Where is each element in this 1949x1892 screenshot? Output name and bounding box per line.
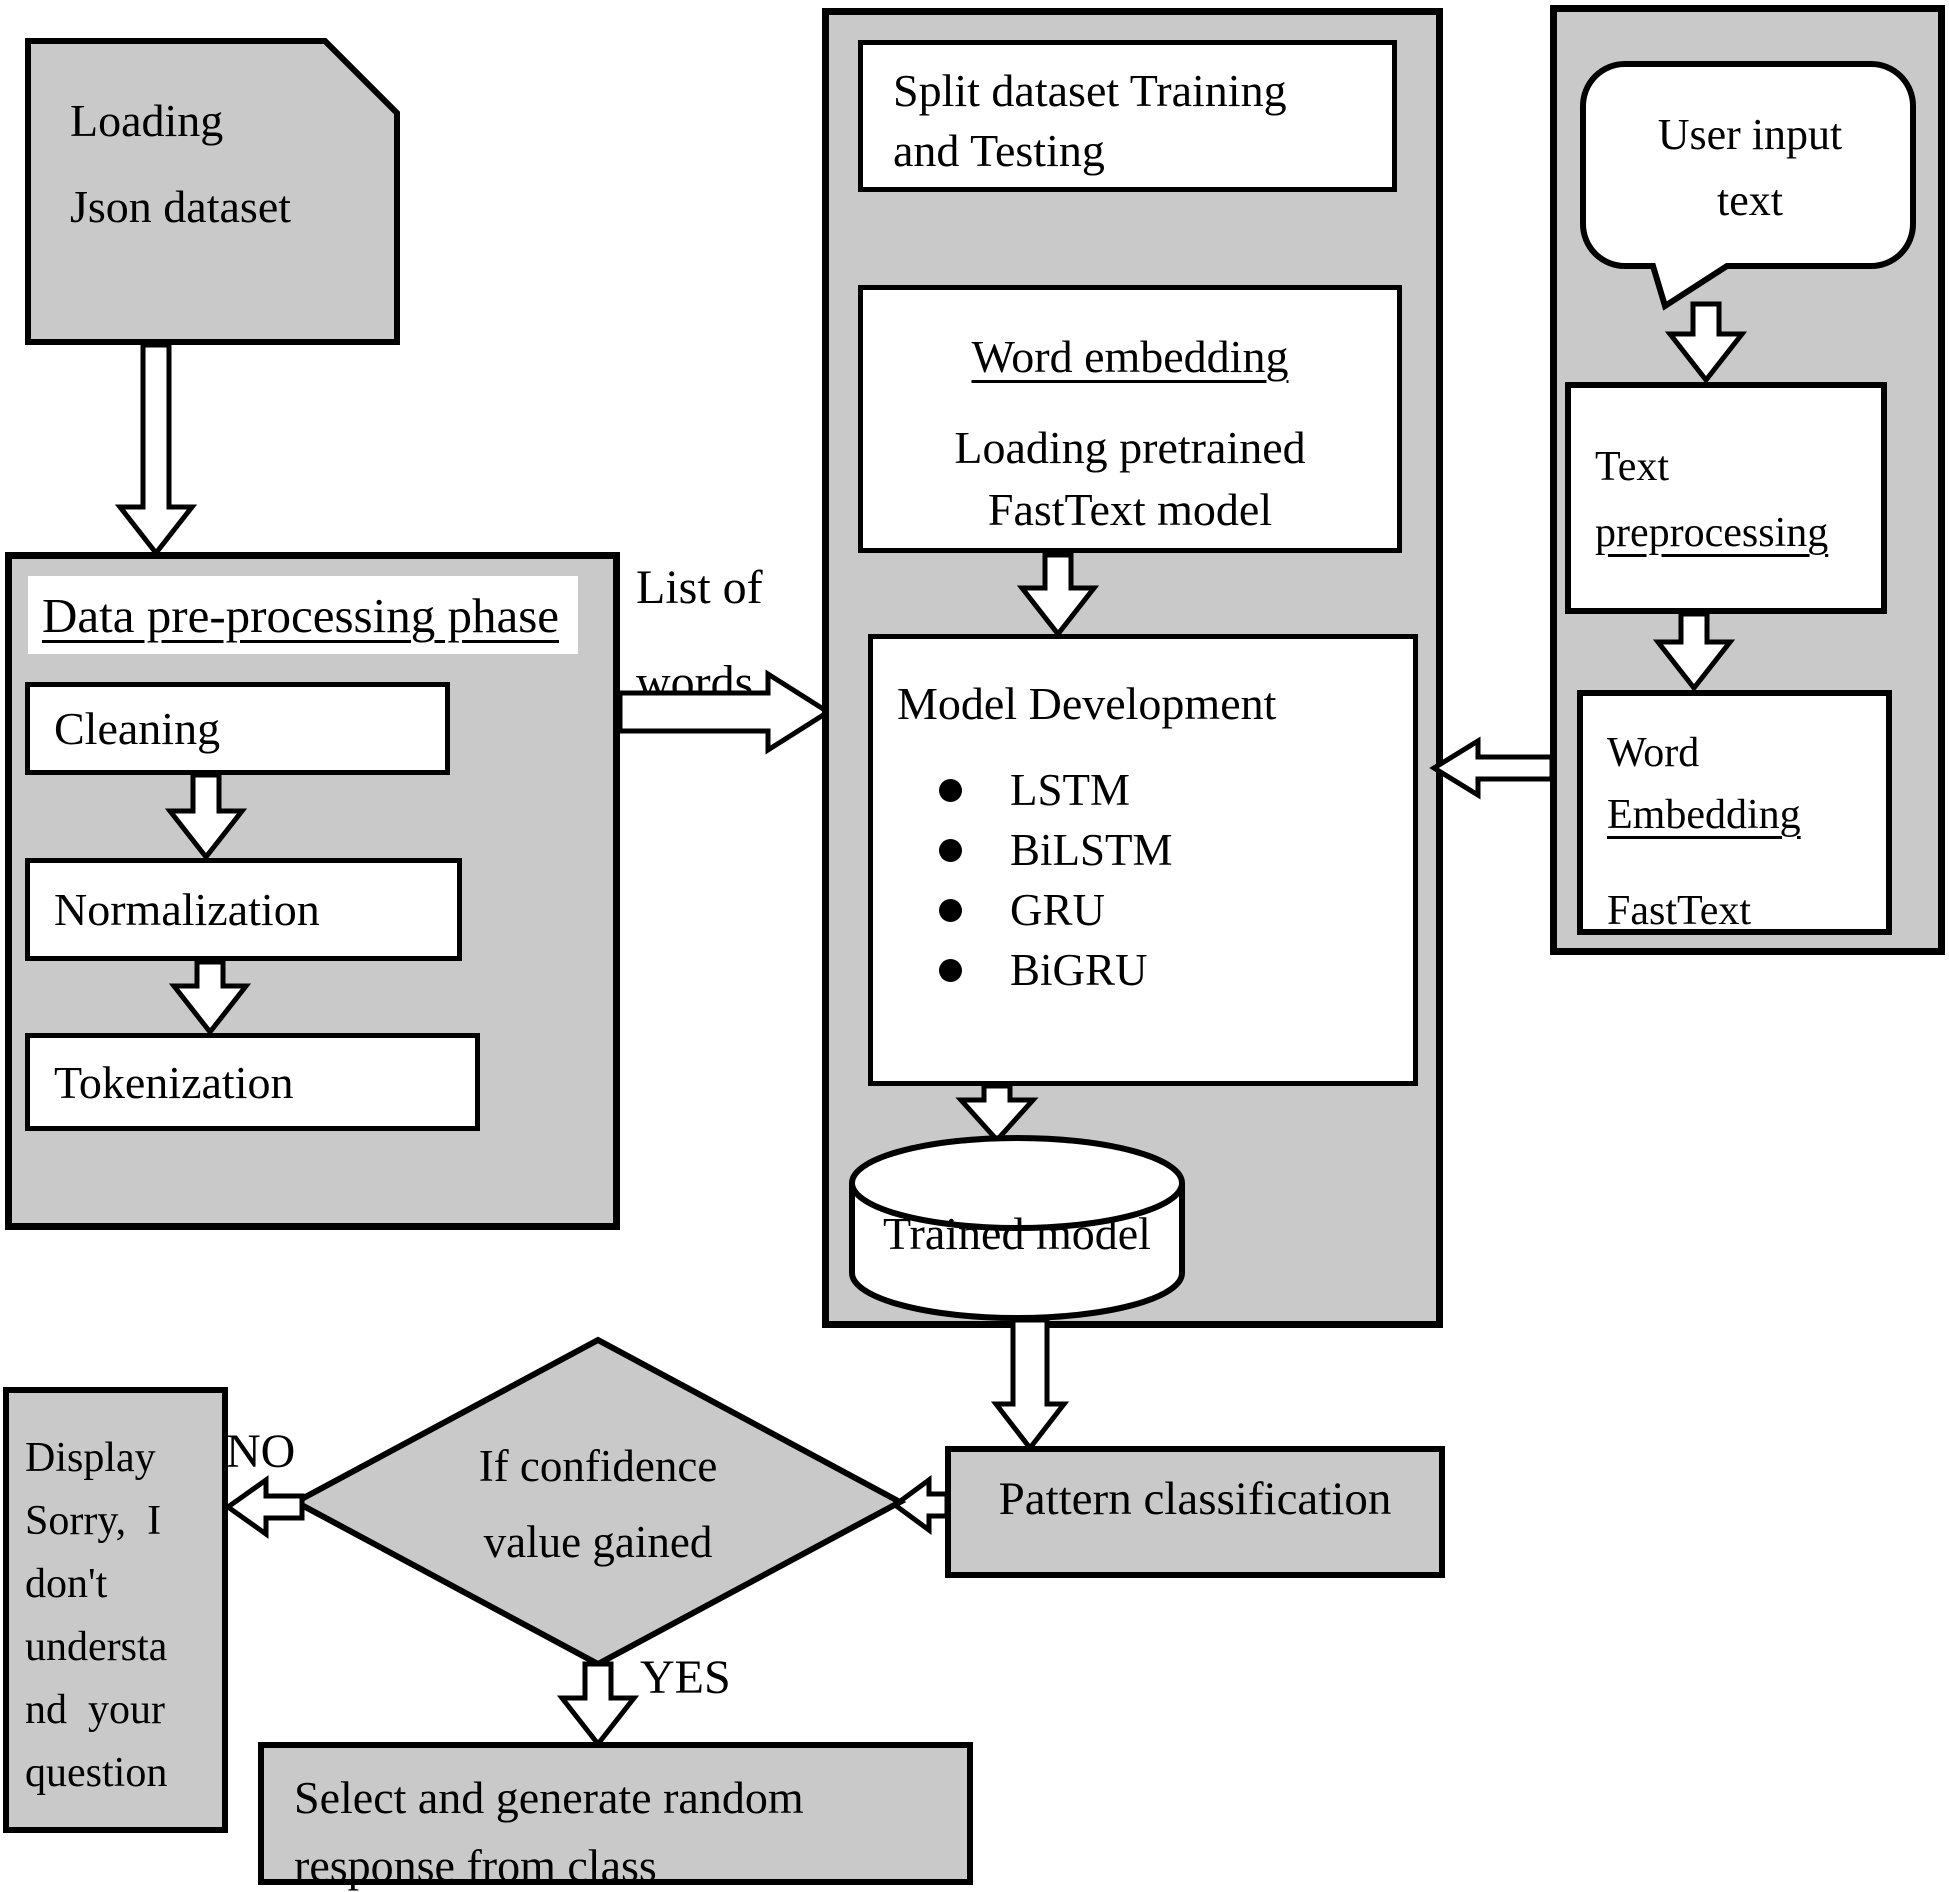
model-item-label: LSTM xyxy=(1010,765,1131,815)
arrow-preprocessing-to-model xyxy=(617,669,833,755)
text-preprocessing-line1: Text xyxy=(1595,444,1670,490)
inference-container: User input text Text preprocessing Word … xyxy=(1550,5,1945,955)
display-sorry-box: Display Sorry, I don't understa nd your … xyxy=(3,1387,228,1833)
loading-json-dataset-shape xyxy=(25,38,400,345)
step-normalization: Normalization xyxy=(25,858,462,961)
step-cleaning: Cleaning xyxy=(25,682,450,775)
word-embedding-box: Word embedding Loading pretrained FastTe… xyxy=(858,285,1402,553)
model-item: BiLSTM xyxy=(939,820,1413,880)
user-input-bubble xyxy=(1580,61,1916,311)
arrow-inference-to-model xyxy=(1429,736,1555,800)
arrow-cleaning-to-normalization xyxy=(164,772,248,862)
step-tokenization-label: Tokenization xyxy=(54,1056,294,1108)
model-item-label: GRU xyxy=(1010,885,1106,935)
model-development-box: Model Development LSTM BiLSTM GRU BiGRU xyxy=(868,634,1418,1086)
training-container: Split dataset Training and Testing Word … xyxy=(822,8,1443,1328)
model-item-label: BiGRU xyxy=(1010,945,1148,995)
text-preprocessing-box: Text preprocessing xyxy=(1565,382,1887,614)
model-item-label: BiLSTM xyxy=(1010,825,1173,875)
word-embedding-line3: FastText xyxy=(1607,888,1752,934)
trained-model-label: Trained model xyxy=(883,1208,1151,1259)
arrow-trained-to-pattern xyxy=(990,1317,1070,1453)
step-normalization-label: Normalization xyxy=(54,884,320,935)
model-item: BiGRU xyxy=(939,940,1413,1000)
arrow-model-to-trained xyxy=(955,1083,1039,1144)
yes-label: YES xyxy=(640,1651,731,1704)
arrow-loading-to-preprocessing xyxy=(114,342,198,558)
arrow-textpre-to-wordembed xyxy=(1652,611,1736,693)
text-preprocessing-line2: preprocessing xyxy=(1595,510,1829,556)
select-response-box: Select and generate random response from… xyxy=(258,1742,973,1891)
word-embedding-line2: Embedding xyxy=(1607,792,1801,838)
word-embedding-line1: Word xyxy=(1607,730,1700,776)
arrow-pattern-to-decision xyxy=(890,1475,950,1535)
user-input-label: User input text xyxy=(1657,110,1843,225)
arrow-normalization-to-tokenization xyxy=(168,959,252,1037)
model-item: LSTM xyxy=(939,760,1413,820)
pattern-classification-label: Pattern classification xyxy=(998,1473,1392,1525)
step-tokenization: Tokenization xyxy=(25,1033,480,1131)
model-development-title: Model Development xyxy=(897,678,1277,729)
word-embedding-fasttext-box: Word Embedding FastText xyxy=(1577,690,1892,935)
data-preprocessing-title: Data pre-processing phase xyxy=(28,576,578,654)
confidence-decision-label: If confidence value gained xyxy=(478,1441,718,1567)
loading-json-dataset-label: Loading Json dataset xyxy=(70,95,292,232)
data-preprocessing-title-text: Data pre-processing phase xyxy=(42,587,560,643)
arrow-embedding-to-model xyxy=(1016,552,1100,639)
pattern-classification-box: Pattern classification xyxy=(945,1446,1445,1578)
split-dataset-box: Split dataset Training and Testing xyxy=(858,40,1397,192)
model-item: GRU xyxy=(939,880,1413,940)
list-of-words-label: List of words xyxy=(636,561,763,709)
data-preprocessing-container: Data pre-processing phase Cleaning Norma… xyxy=(5,552,620,1230)
arrow-decision-to-select xyxy=(556,1661,640,1749)
arrow-input-to-textpre xyxy=(1664,301,1748,385)
word-embedding-body: Loading pretrained FastText model xyxy=(954,422,1306,535)
model-list: LSTM BiLSTM GRU BiGRU xyxy=(873,760,1413,1000)
trained-model-cylinder xyxy=(849,1135,1185,1321)
arrow-decision-to-display xyxy=(223,1475,305,1539)
step-cleaning-label: Cleaning xyxy=(54,703,221,754)
word-embedding-title: Word embedding xyxy=(971,331,1289,382)
no-label: NO xyxy=(226,1425,296,1478)
